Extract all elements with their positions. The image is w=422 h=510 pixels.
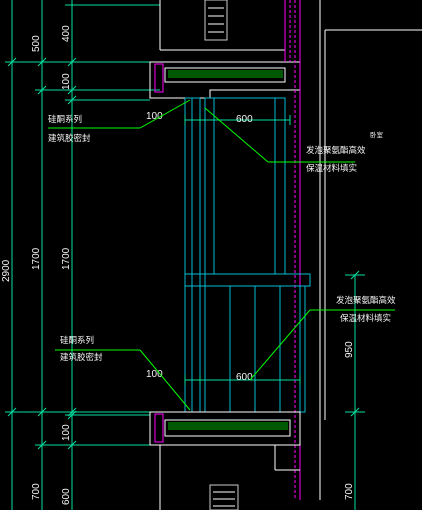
bottom-opening-dims bbox=[184, 375, 301, 385]
dim-top-offset: 100 bbox=[146, 111, 163, 122]
right-dims bbox=[345, 270, 365, 510]
note-upper-left-2: 建筑胶密封 bbox=[48, 133, 91, 144]
dim-col2-b: 100 bbox=[61, 73, 72, 90]
upper-wall bbox=[149, 0, 301, 99]
dim-col2-d: 100 bbox=[61, 424, 72, 441]
note-upper-right-2: 保温材料填实 bbox=[306, 163, 357, 174]
dim-total: 2900 bbox=[1, 259, 12, 282]
note-upper-left-1: 硅酮系列 bbox=[48, 114, 82, 125]
note-lower-right-2: 保温材料填实 bbox=[340, 313, 391, 324]
dim-col1-c: 700 bbox=[31, 483, 42, 500]
dim-col1-a: 500 bbox=[31, 35, 42, 52]
dim-bottom-offset: 100 bbox=[146, 369, 163, 380]
room-wall bbox=[319, 0, 422, 500]
window-frame bbox=[184, 97, 311, 413]
dimension-chains bbox=[5, 0, 160, 510]
dim-col2-a: 400 bbox=[61, 25, 72, 42]
note-lower-right-1: 发泡聚氨酯高效 bbox=[336, 295, 396, 306]
lower-wall bbox=[149, 411, 301, 510]
upper-slab-edge bbox=[154, 63, 164, 93]
dim-right-a: 950 bbox=[344, 341, 355, 358]
top-opening-dims bbox=[184, 115, 291, 125]
note-lower-left-1: 硅酮系列 bbox=[60, 335, 94, 346]
note-lower-left-2: 建筑胶密封 bbox=[60, 352, 103, 363]
dim-bottom-width: 600 bbox=[236, 372, 253, 383]
dim-right-b: 700 bbox=[344, 483, 355, 500]
dim-col2-c: 1700 bbox=[61, 247, 72, 270]
dim-col1-b: 1700 bbox=[31, 247, 42, 270]
dim-col2-e: 600 bbox=[61, 488, 72, 505]
leader-lines bbox=[48, 99, 395, 411]
upper-slab-insulation bbox=[168, 70, 283, 78]
note-upper-right-1: 发泡聚氨酯高效 bbox=[306, 145, 366, 156]
dim-top-width: 600 bbox=[236, 114, 253, 125]
room-label: 卧室 bbox=[370, 130, 384, 139]
lower-slab-insulation bbox=[168, 422, 288, 430]
lower-slab-edge bbox=[154, 413, 164, 443]
